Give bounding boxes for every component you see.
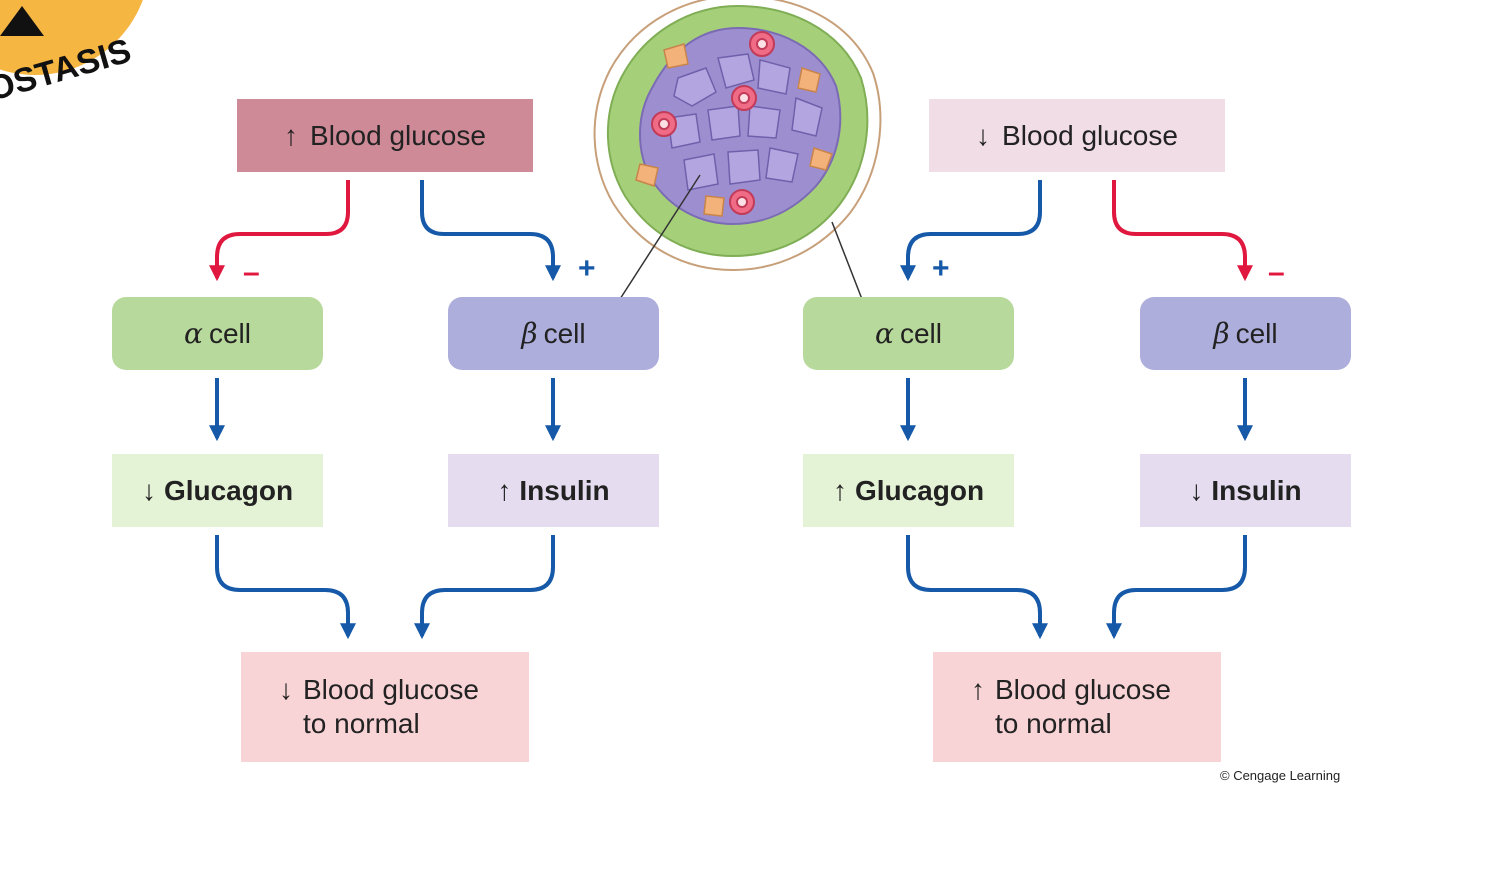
homeostasis-badge: OSTASIS	[0, 0, 143, 109]
up-arrow-icon: ↑	[832, 474, 847, 506]
right-result-line2: to normal	[995, 708, 1112, 739]
inhibit-sign-right-beta: –	[1268, 256, 1285, 289]
left-beta-cell-label: cell	[543, 317, 586, 349]
right-result-line1: ↑ Blood glucose	[971, 673, 1171, 707]
right-result-label: Blood glucose	[995, 674, 1171, 705]
alpha-symbol: α	[875, 317, 894, 350]
right-alpha-cell-box: α cell	[803, 297, 1014, 370]
up-arrow-icon: ↑	[971, 674, 985, 705]
left-glucagon-box: ↓ Glucagon	[112, 454, 323, 527]
beta-symbol: β	[521, 317, 538, 350]
stimulate-arrow-left-beta	[420, 180, 561, 282]
alpha-symbol: α	[184, 317, 203, 350]
delta-cells	[635, 43, 833, 217]
beta-symbol: β	[1213, 317, 1230, 350]
stimulate-sign-right-alpha: +	[932, 252, 950, 285]
left-alpha-cell-label: cell	[208, 317, 251, 349]
up-arrow-icon: ↑	[284, 119, 299, 151]
left-beta-cell-box: β cell	[448, 297, 659, 370]
down-arrow-icon: ↓	[141, 474, 156, 506]
arrow-right-insulin-to-result	[1106, 535, 1247, 640]
up-arrow-icon: ↑	[497, 474, 512, 506]
down-arrow-icon: ↓	[976, 119, 991, 151]
arrow-right-glucagon-to-result	[906, 535, 1048, 640]
right-trigger-label: Blood glucose	[1002, 119, 1178, 151]
stimulate-sign-left-beta: +	[578, 252, 596, 285]
left-result-label: Blood glucose	[303, 674, 479, 705]
left-alpha-cell-box: α cell	[112, 297, 323, 370]
inhibit-arrow-right-beta	[1112, 180, 1253, 282]
left-glucagon-label: Glucagon	[163, 474, 294, 506]
copyright-credit: © Cengage Learning	[1220, 768, 1341, 783]
left-result-box: ↓ Blood glucose to normal	[241, 652, 529, 762]
pancreatic-islet-illustration	[593, 0, 882, 272]
right-insulin-label: Insulin	[1211, 474, 1302, 506]
right-beta-cell-label: cell	[1235, 317, 1278, 349]
right-trigger-box: ↓ Blood glucose	[929, 99, 1225, 172]
left-result-line2: to normal	[303, 708, 420, 739]
left-trigger-box: ↑ Blood glucose	[237, 99, 533, 172]
arrow-left-insulin-to-result	[414, 535, 555, 640]
right-insulin-box: ↓ Insulin	[1140, 454, 1351, 527]
beta-cells	[667, 53, 823, 191]
right-beta-cell-box: β cell	[1140, 297, 1351, 370]
stimulate-arrow-right-alpha	[900, 180, 1042, 282]
inhibit-arrow-left-alpha	[209, 180, 350, 282]
down-arrow-icon: ↓	[279, 674, 293, 705]
arrow-left-glucagon-to-result	[215, 535, 356, 640]
left-result-line1: ↓ Blood glucose	[279, 673, 479, 707]
left-insulin-label: Insulin	[519, 474, 610, 506]
badge-disc	[0, 0, 143, 75]
triangle-icon	[0, 6, 44, 36]
capillaries	[651, 31, 775, 215]
left-trigger-label: Blood glucose	[310, 119, 486, 151]
left-insulin-box: ↑ Insulin	[448, 454, 659, 527]
right-alpha-cell-label: cell	[899, 317, 942, 349]
right-glucagon-label: Glucagon	[854, 474, 985, 506]
right-result-box: ↑ Blood glucose to normal	[933, 652, 1221, 762]
down-arrow-icon: ↓	[1189, 474, 1204, 506]
right-glucagon-box: ↑ Glucagon	[803, 454, 1014, 527]
inhibit-sign-left-alpha: –	[243, 256, 260, 289]
